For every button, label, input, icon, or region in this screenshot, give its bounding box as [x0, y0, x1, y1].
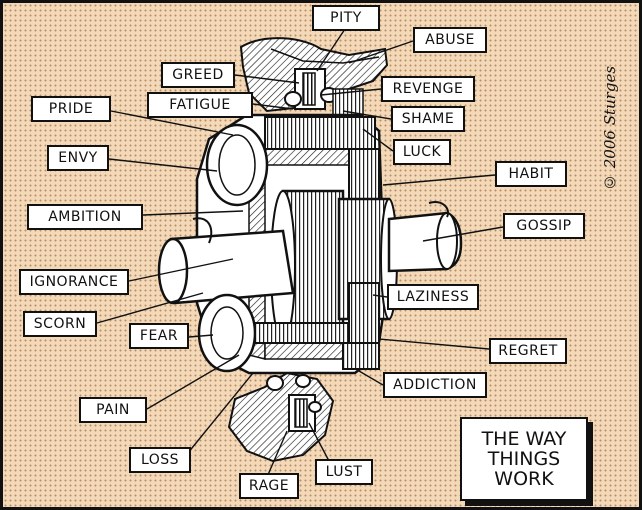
title-line-2: THINGS — [487, 448, 561, 470]
label-shame: SHAME — [391, 106, 465, 132]
label-addiction: ADDICTION — [383, 372, 487, 398]
title-box: THE WAY THINGS WORK — [460, 417, 588, 501]
gear-assembly-drawing — [96, 28, 504, 478]
title-line-1: THE WAY — [481, 428, 567, 450]
label-ignorance: IGNORANCE — [19, 269, 129, 295]
label-luck: LUCK — [393, 139, 451, 165]
label-abuse: ABUSE — [413, 27, 487, 53]
label-envy: ENVY — [47, 145, 109, 171]
right-shaft — [387, 201, 463, 273]
left-shaft — [157, 217, 295, 305]
lower-gear — [197, 293, 350, 373]
label-fear: FEAR — [129, 323, 189, 349]
label-pity: PITY — [312, 5, 380, 31]
label-greed: GREED — [161, 62, 235, 88]
label-regret: REGRET — [489, 338, 567, 364]
label-pain: PAIN — [79, 397, 147, 423]
leader-lines — [96, 28, 504, 478]
label-scorn: SCORN — [23, 311, 97, 337]
label-revenge: REVENGE — [381, 76, 475, 102]
label-laziness: LAZINESS — [387, 284, 479, 310]
upper-gear — [205, 116, 380, 207]
label-lust: LUST — [315, 459, 373, 485]
label-loss: LOSS — [129, 447, 191, 473]
label-habit: HABIT — [495, 161, 567, 187]
title-line-3: WORK — [494, 468, 554, 490]
label-rage: RAGE — [239, 473, 299, 499]
label-pride: PRIDE — [31, 96, 111, 122]
copyright-signature: © 2006 Sturges — [601, 65, 619, 191]
label-fatigue: FATIGUE — [147, 92, 253, 118]
label-ambition: AMBITION — [27, 204, 143, 230]
label-gossip: GOSSIP — [503, 213, 585, 239]
bottom-bracket — [227, 371, 335, 463]
